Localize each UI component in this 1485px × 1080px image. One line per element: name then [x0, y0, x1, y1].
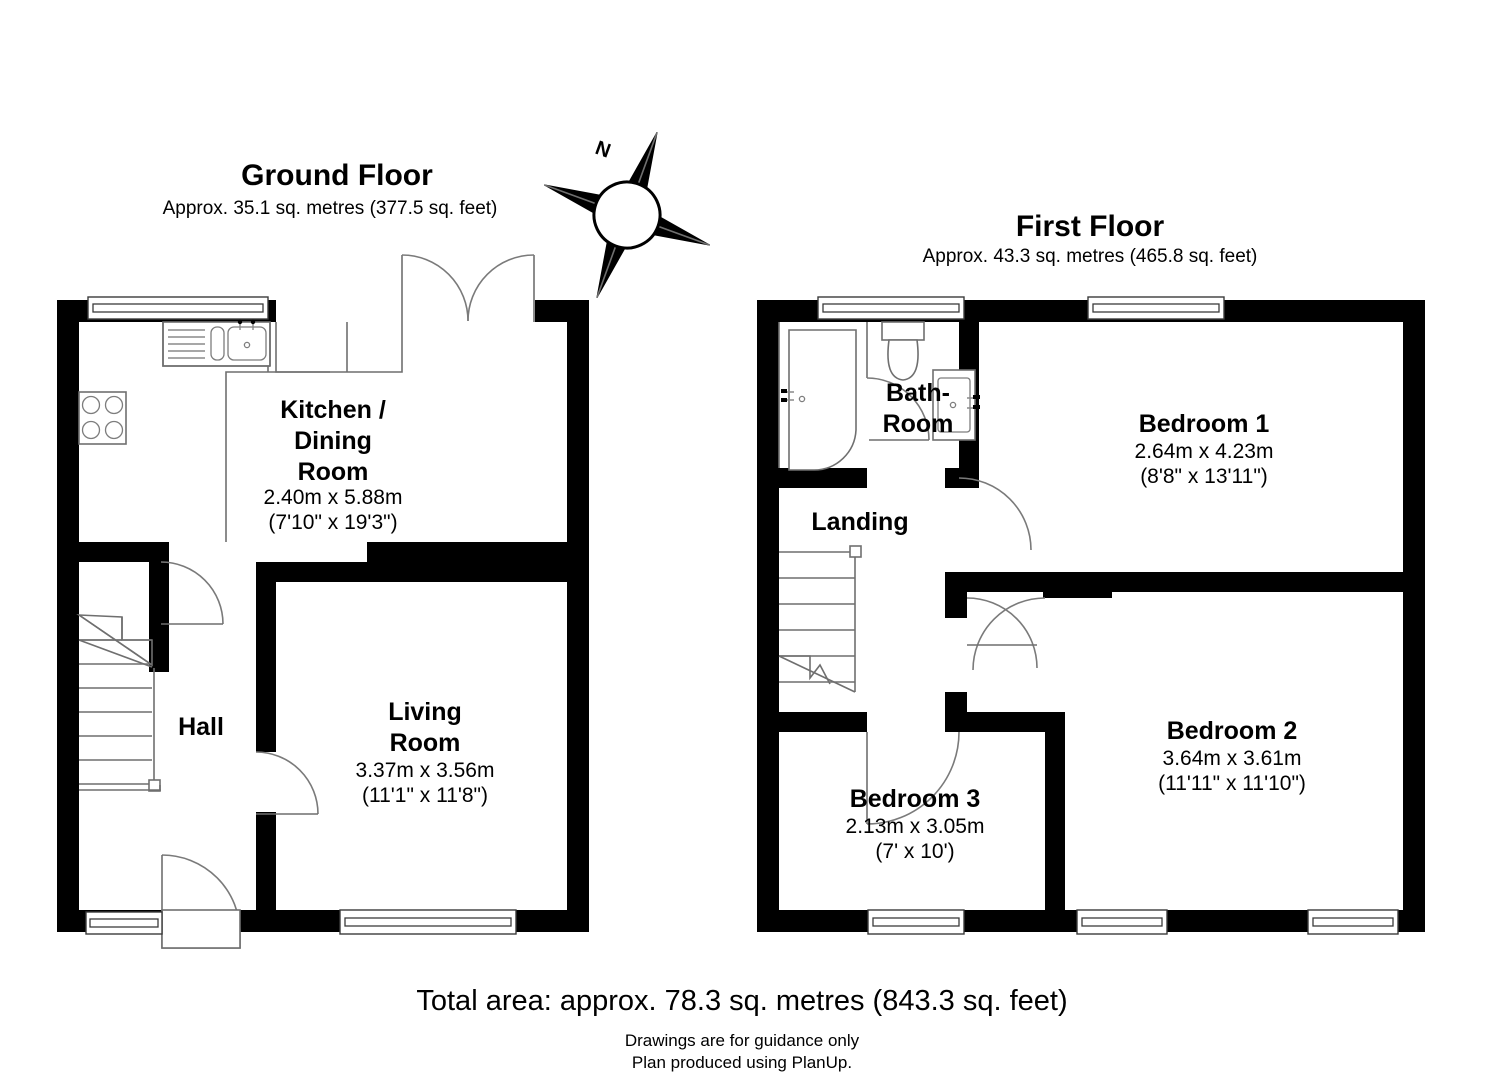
- ff-door-bedroom1: [958, 477, 1032, 551]
- gf-wall-living-nib: [367, 562, 473, 582]
- gf-kitchen-window: [87, 296, 269, 320]
- ground-floor-title: Ground Floor: [241, 159, 433, 192]
- ff-bedroom1-dim-metric: 2.64m x 4.23m: [1135, 440, 1274, 463]
- ff-landing-label: Landing: [811, 508, 908, 536]
- gf-living-dim-metric: 3.37m x 3.56m: [356, 759, 495, 782]
- ff-wall-bed3-top: [757, 712, 867, 732]
- gf-kitchen-label-line2: Dining: [294, 427, 372, 455]
- ff-wall-bath-bottom-left: [757, 468, 867, 488]
- gf-living-label-line2: Room: [390, 729, 461, 757]
- ff-bedroom2-label: Bedroom 2: [1167, 717, 1298, 745]
- ff-staircase-icon: [778, 545, 862, 693]
- ff-bathroom-label-line2: Room: [883, 410, 954, 438]
- ff-bed2-window-right: [1307, 909, 1399, 935]
- gf-door-hall-kitchen: [160, 561, 224, 625]
- ff-wash-basin-icon: [932, 369, 980, 441]
- ff-bedroom3-dim-metric: 2.13m x 3.05m: [846, 815, 985, 838]
- ff-bathroom-label-line1: Bath-: [886, 379, 950, 407]
- first-floor-plan: Bath- Room Landing Bedroom 1 2.64m x 4.2…: [757, 296, 1425, 935]
- gf-front-door: [161, 854, 241, 949]
- ff-bathroom-window: [817, 296, 965, 320]
- ff-bedroom3-label: Bedroom 3: [850, 785, 981, 813]
- ground-floor-plan: Kitchen / Dining Room 2.40m x 5.88m (7'1…: [57, 254, 589, 949]
- ff-wall-landing-post: [945, 592, 967, 618]
- ff-bedroom2-dim-imperial: (11'11" x 11'10"): [1158, 772, 1306, 795]
- gf-door-hall-living: [255, 751, 319, 815]
- gf-living-window: [339, 909, 517, 935]
- gf-wall-hall-right-upper: [149, 562, 169, 672]
- ff-wall-bed1-bottom-nib: [1043, 572, 1112, 598]
- gf-kitchen-hob-icon: [78, 391, 127, 445]
- ff-door-bedroom2: [966, 597, 1046, 671]
- ff-toilet-icon: [881, 321, 925, 381]
- guidance-note-line1: Drawings are for guidance only: [625, 1031, 860, 1050]
- ff-bath-tub-icon: [781, 329, 857, 471]
- guidance-note-line2: Plan produced using PlanUp.: [632, 1053, 852, 1072]
- ff-bedroom1-dim-imperial: (8'8" x 13'11"): [1140, 465, 1268, 488]
- first-floor-area: Approx. 43.3 sq. metres (465.8 sq. feet): [923, 246, 1258, 267]
- gf-wall-living-top-a: [367, 542, 569, 562]
- gf-kitchen-label-line1: Kitchen /: [280, 396, 386, 424]
- ff-door-bathroom: [866, 377, 930, 441]
- ff-wall-right: [1403, 300, 1425, 932]
- gf-wall-living-left-lower: [256, 812, 276, 932]
- ff-wall-left: [757, 300, 779, 932]
- gf-wall-right: [567, 300, 589, 932]
- gf-wall-hall-top: [57, 542, 169, 562]
- ff-bedroom2-dim-metric: 3.64m x 3.61m: [1163, 747, 1302, 770]
- gf-kitchen-sink-icon: [162, 319, 271, 367]
- compass-north-label: N: [592, 137, 613, 163]
- ff-wall-bed3-right: [1045, 712, 1065, 932]
- gf-kitchen-dim-metric: 2.40m x 5.88m: [264, 486, 403, 509]
- gf-living-label-line1: Living: [388, 698, 462, 726]
- compass-rose-icon: N: [544, 132, 710, 298]
- gf-wall-top-right: [535, 300, 589, 322]
- ff-door-bedroom3: [866, 731, 960, 825]
- ff-bedroom1-label: Bedroom 1: [1139, 410, 1270, 438]
- gf-hall-label: Hall: [178, 713, 224, 741]
- gf-living-dim-imperial: (11'1" x 11'8"): [362, 784, 488, 807]
- ground-floor-area: Approx. 35.1 sq. metres (377.5 sq. feet): [163, 198, 498, 219]
- ff-bedroom1-window: [1087, 296, 1225, 320]
- gf-wall-living-left-upper: [256, 562, 276, 752]
- ff-bed2-window-left: [1076, 909, 1168, 935]
- total-area-text: Total area: approx. 78.3 sq. metres (843…: [416, 985, 1067, 1017]
- ff-bed3-window: [867, 909, 965, 935]
- ff-wall-bed1-bottom: [945, 572, 1403, 592]
- ff-wall-bed2-nib: [945, 692, 967, 732]
- ff-bedroom3-dim-imperial: (7' x 10'): [875, 840, 954, 863]
- gf-staircase-icon: [76, 614, 161, 792]
- gf-hall-window: [85, 911, 163, 935]
- gf-wall-left: [57, 300, 79, 932]
- gf-kitchen-label-line3: Room: [298, 458, 369, 486]
- ff-wall-bed3-top-right: [945, 712, 1065, 732]
- gf-kitchen-dim-imperial: (7'10" x 19'3"): [268, 511, 397, 534]
- first-floor-title: First Floor: [1016, 210, 1165, 243]
